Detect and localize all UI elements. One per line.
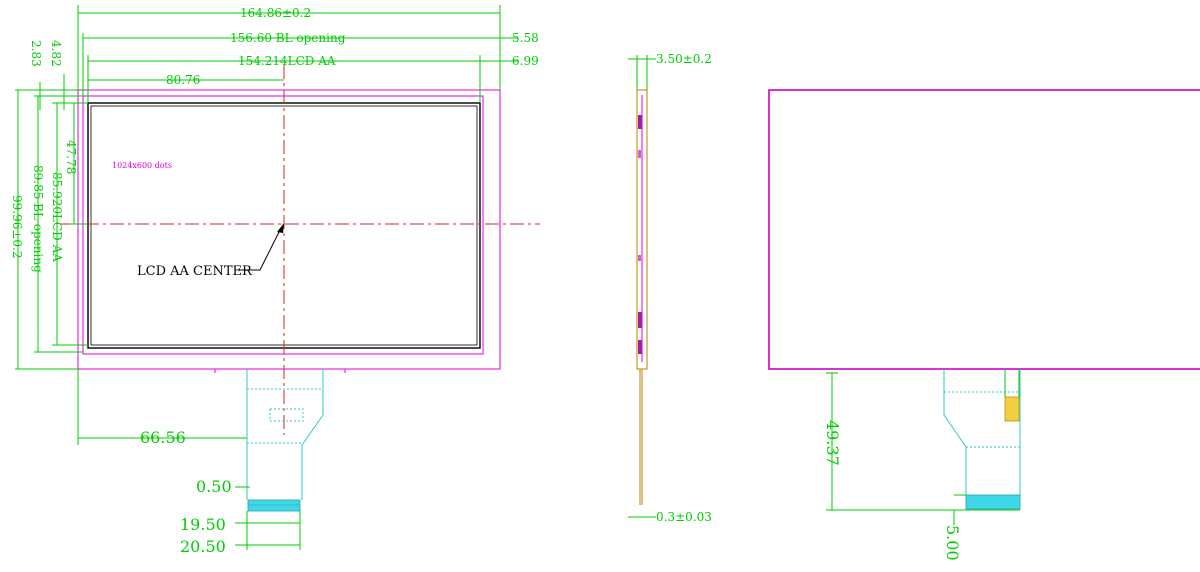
side-view: 3.50±0.2 0.3±0.03 <box>628 52 712 524</box>
dim-center-y: 47.78 <box>64 140 78 174</box>
dim-bl-opening-width: 156.60 BL opening <box>230 31 346 45</box>
dim-fpc-width: 20.50 <box>180 537 226 556</box>
dim-right-offset-1: 5.58 <box>512 31 539 45</box>
dim-outline-height: 99.96±0.2 <box>10 195 24 259</box>
dim-right-offset-2: 6.99 <box>512 54 539 68</box>
dim-pitch: 0.50 <box>196 477 232 496</box>
dim-side-thickness: 3.50±0.2 <box>656 52 712 66</box>
dim-fpc-thickness: 0.3±0.03 <box>656 510 712 524</box>
dim-lcd-aa-height: 85.920LCD AA <box>50 172 64 262</box>
back-contacts <box>965 494 1021 510</box>
bezel-inner <box>82 95 484 355</box>
dim-fpc-offset: 66.56 <box>140 428 186 447</box>
back-panel <box>768 89 1200 370</box>
front-view: 164.86±0.2 156.60 BL opening 154.214LCD … <box>10 5 540 556</box>
dim-back-fpc-length: 49.37 <box>823 420 842 466</box>
dim-center-x: 80.76 <box>166 73 200 87</box>
center-label: LCD AA CENTER <box>137 264 253 279</box>
dim-lcd-aa-width: 154.214LCD AA <box>238 54 336 68</box>
back-view: 49.37 5.00 <box>768 89 1200 561</box>
back-stiffener <box>1004 396 1020 422</box>
back-fpc <box>943 369 1021 510</box>
dim-left-2-83: 2.83 <box>29 40 43 67</box>
dim-bl-opening-height: 89.85 BL opening <box>31 165 45 273</box>
center-leader <box>238 227 282 271</box>
fpc-front <box>246 369 324 512</box>
dim-pin-span: 19.50 <box>180 515 226 534</box>
panel-outline <box>77 89 501 370</box>
dim-left-4-82: 4.82 <box>49 40 63 67</box>
resolution-note: 1024x600 dots <box>112 161 172 170</box>
fpc-contacts <box>247 499 301 512</box>
dim-outline-width: 164.86±0.2 <box>240 6 311 20</box>
dim-back-tail: 5.00 <box>943 525 962 561</box>
